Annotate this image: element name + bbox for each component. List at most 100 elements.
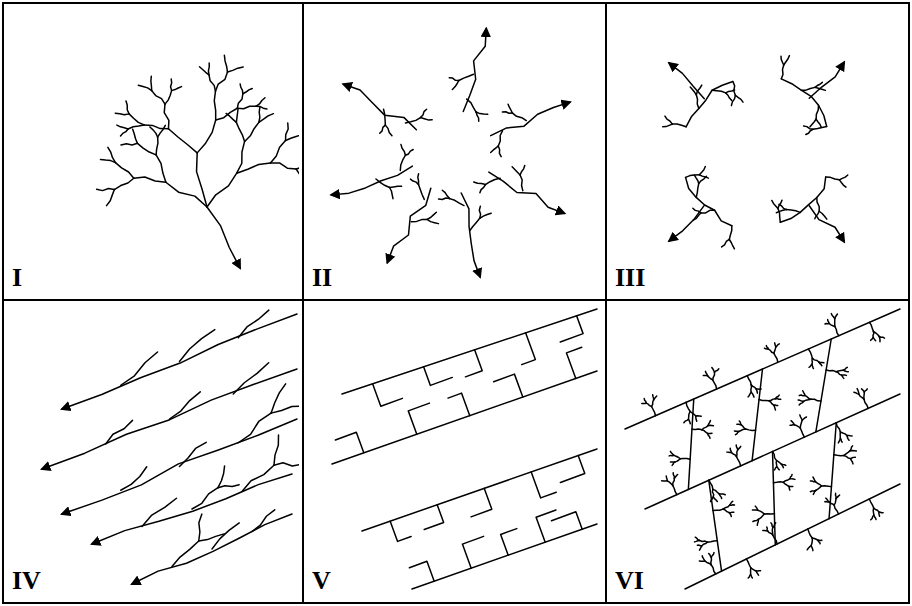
stream-outlet (463, 29, 486, 112)
pattern-panel: III (605, 2, 910, 301)
stream-line (121, 143, 137, 145)
stream-line (730, 448, 731, 452)
stream-line (644, 399, 646, 404)
stream-line (242, 465, 274, 491)
stream-line (168, 129, 197, 153)
stream-line (711, 565, 715, 574)
stream-line (815, 87, 825, 90)
stream-line (812, 358, 819, 362)
stream-line (773, 452, 776, 545)
stream-line (752, 369, 762, 461)
stream-line (133, 129, 138, 143)
stream-line (815, 211, 819, 218)
stream-line (756, 389, 757, 393)
stream-line (702, 430, 708, 434)
stream-line (114, 178, 133, 189)
stream-line (672, 124, 686, 127)
stream-line (412, 524, 597, 589)
stream-line (390, 186, 402, 187)
stream-line (172, 87, 182, 91)
stream-line (467, 99, 476, 112)
stream-line (780, 177, 825, 222)
stream-line (270, 140, 285, 162)
stream-line (156, 137, 158, 155)
stream-line (783, 482, 788, 486)
stream-line (707, 541, 717, 542)
stream-line (708, 434, 710, 439)
stream-line (689, 411, 691, 419)
stream-line (652, 406, 656, 415)
stream-line (778, 208, 780, 222)
stream-line (237, 94, 242, 108)
stream-line (207, 173, 237, 207)
stream-line (815, 482, 821, 486)
stream-line (864, 399, 868, 408)
pattern-panel: V (302, 299, 607, 604)
stream-line (674, 455, 680, 458)
stream-line (747, 376, 751, 385)
stream-line (766, 527, 768, 531)
stream-line (769, 399, 775, 401)
stream-line (180, 442, 207, 466)
stream-line (512, 113, 526, 121)
pattern-panel: IV (2, 299, 304, 604)
stream-line (737, 450, 738, 457)
stream-line (723, 505, 730, 509)
stream-outlet (809, 206, 844, 242)
stream-line (713, 509, 723, 510)
stream-line (520, 175, 523, 191)
stream-line (531, 472, 556, 498)
stream-line (150, 127, 158, 137)
stream-line (697, 544, 702, 546)
stream-line (826, 370, 836, 372)
stream-line (271, 384, 286, 413)
stream-line (871, 515, 874, 520)
stream-line (373, 384, 403, 406)
stream-line (775, 398, 780, 400)
stream-line (390, 521, 411, 541)
stream-line (560, 316, 583, 342)
stream-line (863, 392, 865, 399)
stream-line (839, 180, 846, 187)
stream-line (522, 333, 536, 365)
stream-line (137, 143, 156, 155)
stream-line (693, 213, 701, 220)
stream-line (774, 467, 776, 470)
stream-line (774, 405, 776, 410)
stream-line (236, 109, 238, 123)
stream-line (769, 401, 774, 405)
drainage-pattern (625, 309, 900, 589)
stream-line (741, 425, 745, 429)
stream-line (836, 495, 840, 499)
stream-line (808, 529, 812, 538)
stream-line (117, 125, 128, 129)
stream-line (380, 125, 386, 133)
stream-line (869, 322, 873, 331)
stream-line (654, 396, 657, 400)
stream-line (750, 385, 752, 392)
stream-line (775, 461, 777, 467)
stream-line (134, 177, 166, 182)
stream-line (424, 367, 453, 386)
stream-line (686, 81, 733, 126)
stream-line (476, 112, 488, 114)
stream-line (835, 314, 838, 319)
stream-line (783, 479, 790, 483)
stream-line (773, 481, 783, 483)
stream-line (804, 126, 813, 129)
stream-line (872, 508, 874, 515)
drainage-pattern (42, 310, 303, 584)
stream-line (781, 56, 784, 65)
stream-line (696, 415, 701, 417)
stream-line (712, 90, 726, 93)
stream-line (809, 364, 812, 367)
stream-line (786, 210, 800, 213)
stream-line (480, 185, 486, 193)
stream-line (390, 188, 393, 199)
stream-line (702, 542, 707, 545)
stream-line (271, 406, 303, 413)
stream-outlet (92, 474, 292, 544)
stream-line (778, 200, 782, 208)
stream-line (843, 370, 848, 372)
stream-line (121, 129, 129, 136)
